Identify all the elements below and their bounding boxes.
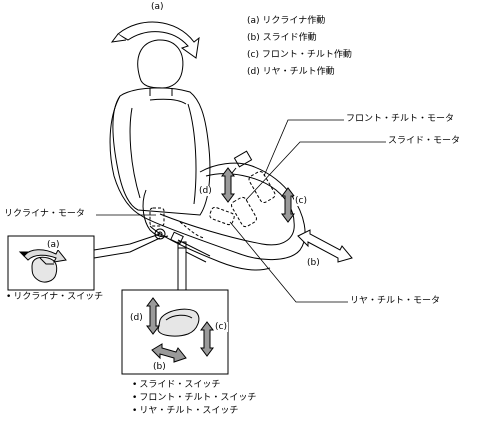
recliner-switch-knob xyxy=(31,256,58,283)
rear-tilt-motor-shape xyxy=(209,206,235,226)
tag-b-right: (b) xyxy=(306,258,321,268)
front-tilt-switch-item: フロント・チルト・スイッチ xyxy=(132,393,256,404)
legend-d: (d) リヤ・チルト作動 xyxy=(247,67,335,77)
recliner-motor-shape xyxy=(149,207,165,227)
recliner-switch-arrow xyxy=(18,249,67,263)
tag-d-inset: (d) xyxy=(129,313,144,323)
slide-motor-label: スライド・モータ xyxy=(388,136,461,146)
front-tilt-motor-label: フロント・チルト・モータ xyxy=(346,114,455,124)
rear-tilt-switch-arrow xyxy=(146,297,160,335)
front-tilt-arrow xyxy=(281,187,295,223)
rear-tilt-switch-item: リヤ・チルト・スイッチ xyxy=(132,406,238,417)
tag-c-inset: (c) xyxy=(214,322,228,332)
seat-base xyxy=(149,225,271,271)
rear-tilt-motor-label: リヤ・チルト・モータ xyxy=(350,296,441,306)
recliner-arrow-top xyxy=(110,21,200,59)
slide-motor-leader xyxy=(245,141,386,201)
legend-a: (a) リクライナ作動 xyxy=(247,16,326,26)
tag-c-right: (c) xyxy=(294,196,308,206)
front-tilt-motor-leader xyxy=(263,119,344,177)
slide-arrow xyxy=(297,229,353,263)
tag-d-left: (d) xyxy=(198,186,213,196)
front-tilt-motor-shape xyxy=(248,170,276,204)
slide-switch-arrow xyxy=(151,343,187,363)
headrest xyxy=(137,39,184,89)
recliner-motor-label: リクライナ・モータ xyxy=(4,209,85,219)
seat-cushion xyxy=(141,162,306,261)
slide-switch-item: スライド・スイッチ xyxy=(132,380,220,391)
tag-b-inset: (b) xyxy=(152,362,167,372)
rear-tilt-arrow xyxy=(221,167,235,203)
tag-a-top: (a) xyxy=(150,2,165,12)
recliner-switch-label: リクライナ・スイッチ xyxy=(6,292,103,303)
tag-a-inset: (a) xyxy=(46,240,61,250)
front-tilt-switch-arrow xyxy=(200,321,214,357)
legend-c: (c) フロント・チルト作動 xyxy=(247,50,352,60)
legend-b: (b) スライド作動 xyxy=(247,33,317,43)
slide-motor-shape xyxy=(231,196,257,228)
rear-tilt-motor-leader xyxy=(229,221,348,303)
